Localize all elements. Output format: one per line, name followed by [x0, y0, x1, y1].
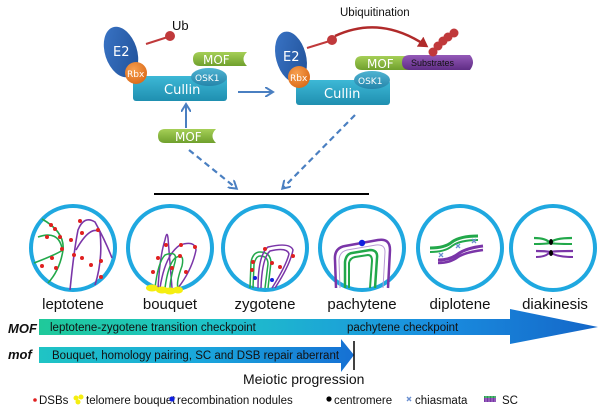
mof-label: MOF — [203, 53, 230, 67]
mof-label: MOF — [367, 57, 394, 71]
mof-wildtype-label: MOF — [8, 321, 38, 336]
osk1-label: OSK1 — [358, 77, 382, 87]
ubiquitination-label: Ubiquitination — [340, 7, 410, 19]
rbx-protein — [288, 66, 310, 88]
stage-label-diplotene: diplotene — [430, 296, 491, 313]
mof-wildtype-checkpoint-1: leptotene-zygotene transition checkpoint — [50, 322, 257, 334]
ubiquitination-arrow — [334, 26, 429, 48]
stage-label-diakinesis: diakinesis — [522, 296, 588, 313]
stage-diplotene — [416, 204, 504, 292]
meiotic-progression-label: Meiotic progression — [243, 371, 364, 387]
cullin-label: Cullin — [324, 87, 360, 102]
rbx-label: Rbx — [127, 70, 145, 80]
stage-zygotene — [221, 204, 309, 292]
ub-label: Ub — [172, 18, 189, 33]
stage-bouquet — [126, 204, 214, 295]
recombination-nodule-legend-icon — [169, 396, 175, 402]
mof-mutant-arrow — [39, 339, 354, 372]
rbx-protein — [125, 62, 147, 84]
recombination-nodule — [358, 239, 366, 247]
osk1-label: OSK1 — [195, 74, 219, 84]
telomere-bouquet-legend-icon — [73, 394, 84, 405]
e2-label: E2 — [283, 50, 300, 65]
legend-label-sc: SC — [502, 395, 518, 407]
stage-label-bouquet: bouquet — [143, 296, 198, 313]
cell-circle — [318, 204, 406, 292]
rbx-label: Rbx — [290, 74, 308, 84]
cell-circle — [29, 204, 117, 292]
legend: DSBs telomere bouquet recombination nodu… — [33, 394, 518, 407]
stage-label-pachytene: pachytene — [327, 296, 396, 313]
sc-legend-icon — [484, 396, 496, 402]
dsb-markers — [151, 243, 197, 274]
substrates-label: Substrates — [411, 58, 455, 68]
dsb-markers — [250, 247, 295, 272]
ubiquitin-icon — [327, 35, 337, 45]
stage-label-leptotene: leptotene — [42, 296, 104, 313]
cullin-label: Cullin — [164, 83, 200, 98]
polyubiquitin-chain — [428, 28, 459, 57]
legend-label-recombination-nodules: recombination nodules — [177, 395, 293, 407]
free-mof-protein — [158, 129, 216, 143]
e2-label: E2 — [113, 45, 130, 60]
ligase-complex-active: Ubiquitination E2 Cullin Rbx OSK1 MOF Su… — [275, 7, 473, 105]
stage-circles — [29, 204, 597, 295]
substrates-protein — [402, 55, 473, 70]
free-mof-label: MOF — [175, 130, 202, 144]
mof-wildtype-checkpoint-2: pachytene checkpoint — [347, 322, 459, 334]
mof-mutant-label: mof — [8, 347, 34, 362]
osk1-protein — [191, 68, 227, 86]
legend-label-chiasmata: chiasmata — [415, 395, 468, 407]
legend-label-dsbs: DSBs — [39, 395, 69, 407]
mof-protein — [193, 52, 247, 66]
stage-label-zygotene: zygotene — [235, 296, 296, 313]
legend-label-telomere-bouquet: telomere bouquet — [86, 395, 176, 407]
stage-diakinesis — [509, 204, 597, 292]
ligase-complex-inactive: Ub E2 Cullin Rbx OSK1 MOF — [103, 18, 247, 101]
centromere-legend-icon — [326, 396, 332, 402]
chiasmata-markers — [438, 238, 477, 258]
centromere-marker — [549, 250, 553, 256]
recombination-nodule-markers — [253, 276, 274, 282]
legend-label-centromere: centromere — [334, 395, 392, 407]
ubiquitin-icon — [165, 31, 175, 41]
dsb-markers — [40, 219, 103, 279]
stage-leptotene — [29, 204, 117, 292]
osk1-protein — [354, 71, 390, 89]
telomere-bouquet-markers — [146, 284, 183, 295]
dsb-legend-icon — [33, 398, 37, 402]
cell-circle — [509, 204, 597, 292]
mof-protein — [355, 56, 410, 70]
mof-wildtype-arrow — [39, 309, 598, 344]
mof-meiosis-arrow — [188, 149, 236, 188]
centromere-marker — [549, 239, 553, 245]
chiasmata-legend-icon — [406, 396, 412, 402]
stage-pachytene — [318, 204, 406, 292]
mof-mutant-phenotype: Bouquet, homology pairing, SC and DSB re… — [52, 350, 340, 362]
cell-circle — [126, 204, 214, 292]
complex-meiosis-arrow — [283, 114, 356, 188]
